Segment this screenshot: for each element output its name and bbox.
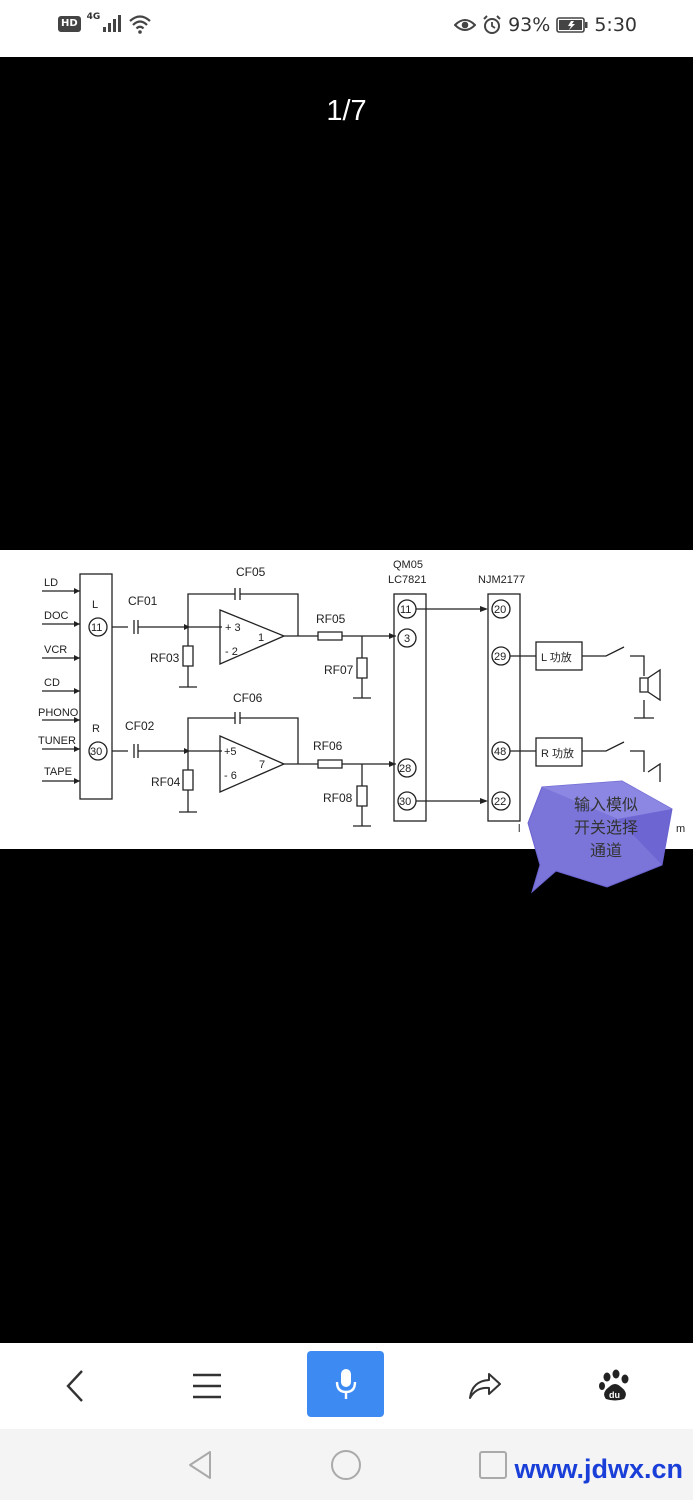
- svg-text:7: 7: [259, 759, 265, 771]
- svg-text:RF06: RF06: [313, 739, 343, 753]
- svg-text:- 2: - 2: [225, 646, 238, 658]
- network-type: 4G: [86, 12, 101, 22]
- svg-text:QM05: QM05: [393, 559, 423, 571]
- system-back-button[interactable]: [170, 1429, 230, 1500]
- svg-text:du: du: [609, 1390, 620, 1400]
- battery-percent: 93%: [508, 14, 551, 36]
- svg-text:30: 30: [399, 796, 411, 808]
- svg-text:11: 11: [400, 604, 411, 616]
- svg-text:1: 1: [258, 632, 264, 644]
- clock: 5:30: [594, 14, 637, 36]
- voice-search-button[interactable]: [307, 1351, 384, 1417]
- svg-text:RF03: RF03: [150, 651, 180, 665]
- svg-text:CF01: CF01: [128, 594, 158, 608]
- svg-text:l: l: [518, 823, 520, 835]
- callout-line-1: 输入模似: [573, 795, 638, 814]
- menu-button[interactable]: [172, 1343, 242, 1429]
- hd-badge: HD: [58, 16, 81, 32]
- page-counter: 1/7: [326, 95, 367, 127]
- svg-text:28: 28: [399, 763, 411, 775]
- svg-text:RF04: RF04: [151, 775, 181, 789]
- menu-icon: [193, 1373, 221, 1399]
- selector-block: L 11 R 30: [79, 573, 113, 800]
- battery-icon: [556, 17, 588, 33]
- svg-text:RF07: RF07: [324, 663, 354, 677]
- square-recents-icon: [479, 1450, 507, 1479]
- svg-text:LC7821: LC7821: [388, 574, 427, 586]
- status-right: 93% 5:30: [454, 14, 637, 36]
- triangle-back-icon: [189, 1450, 211, 1479]
- chip-lc7821: QM05 LC7821 11 3 28 30: [388, 559, 488, 822]
- input-doc: DOC: [44, 610, 69, 622]
- share-icon: [469, 1373, 501, 1399]
- eye-icon: [454, 19, 477, 31]
- callout-line-2: 开关选择: [573, 818, 638, 837]
- signal-icon: [103, 15, 122, 32]
- svg-text:3: 3: [404, 633, 410, 645]
- svg-text:RF08: RF08: [323, 791, 353, 805]
- callout-line-3: 通道: [589, 841, 622, 860]
- alarm-icon: [483, 15, 501, 34]
- svg-text:48: 48: [494, 746, 506, 758]
- svg-text:R 功放: R 功放: [541, 746, 574, 760]
- status-left: HD 4G: [58, 12, 152, 34]
- svg-text:+5: +5: [224, 746, 237, 758]
- input-cd: CD: [44, 677, 60, 689]
- system-home-button[interactable]: [316, 1429, 376, 1500]
- svg-text:CF05: CF05: [236, 565, 266, 579]
- wifi-icon: [129, 15, 152, 34]
- microphone-icon: [335, 1369, 356, 1399]
- back-button[interactable]: [40, 1343, 110, 1429]
- circle-home-icon: [331, 1449, 361, 1480]
- svg-text:R: R: [92, 723, 100, 735]
- svg-text:L: L: [92, 599, 98, 611]
- chip-njm2177: NJM2177 20 29 48 22 L 功放 R 功放: [478, 574, 661, 822]
- back-icon: [66, 1370, 83, 1402]
- system-recents-button[interactable]: [463, 1429, 523, 1500]
- baidu-button[interactable]: du: [580, 1343, 650, 1429]
- input-ld: LD: [44, 577, 58, 589]
- top-channel: CF01 RF03 CF05 + 3 - 2 1 RF05 RF07: [112, 565, 396, 699]
- bottom-channel: CF02 RF04 CF06 +5 - 6 7 RF06 RF08: [112, 691, 396, 827]
- svg-text:L 功放: L 功放: [541, 650, 572, 664]
- svg-text:30: 30: [90, 746, 102, 758]
- svg-text:CF06: CF06: [233, 691, 263, 705]
- input-phono: PHONO: [38, 707, 79, 719]
- svg-text:11: 11: [91, 622, 102, 634]
- svg-text:29: 29: [494, 651, 506, 663]
- site-watermark: www.jdwx.cn: [514, 1454, 683, 1484]
- svg-text:NJM2177: NJM2177: [478, 574, 525, 586]
- svg-text:20: 20: [494, 604, 506, 616]
- svg-text:m: m: [676, 823, 685, 835]
- status-bar: HD 4G 93% 5:3: [0, 0, 693, 57]
- image-viewer[interactable]: 1/7 LD DOC VCR CD PHONO TUNER TAPE L 11: [0, 57, 693, 1343]
- speech-callout: 输入模似 开关选择 通道: [522, 779, 682, 895]
- input-tape: TAPE: [44, 766, 72, 778]
- svg-text:RF05: RF05: [316, 612, 346, 626]
- system-navigation-bar: [0, 1429, 693, 1500]
- bottom-toolbar: du: [0, 1343, 693, 1429]
- circuit-diagram: LD DOC VCR CD PHONO TUNER TAPE L 11 R 30: [38, 559, 685, 835]
- input-list: LD DOC VCR CD PHONO TUNER TAPE: [38, 577, 80, 784]
- baidu-paw-icon: du: [599, 1369, 629, 1401]
- svg-text:22: 22: [494, 796, 506, 808]
- share-button[interactable]: [450, 1343, 520, 1429]
- input-vcr: VCR: [44, 644, 67, 656]
- input-tuner: TUNER: [38, 735, 76, 747]
- svg-text:- 6: - 6: [224, 770, 237, 782]
- svg-text:+ 3: + 3: [225, 622, 241, 634]
- svg-text:CF02: CF02: [125, 719, 155, 733]
